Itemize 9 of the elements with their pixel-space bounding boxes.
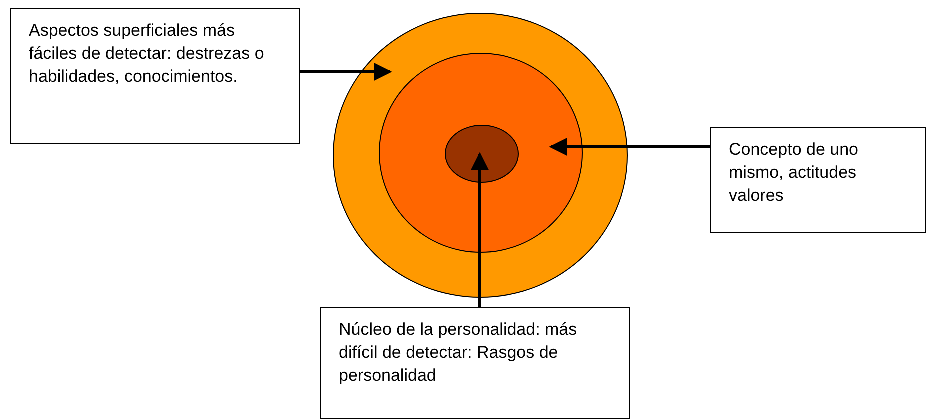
arrow [471,152,489,307]
callout-text: Aspectos superficiales más fáciles de detectar: destrezas o habilidades, conocimientos. [29,20,266,88]
callout-box [320,307,630,419]
arrow [549,138,710,156]
callout-box [710,127,926,233]
callout-text: Concepto de uno mismo, actitudes valores [729,139,860,207]
arrow [300,63,392,81]
callout-box [10,8,300,144]
callout-text: Núcleo de la personalidad: más difícil de detectar: Rasgos de personalidad [339,319,578,387]
